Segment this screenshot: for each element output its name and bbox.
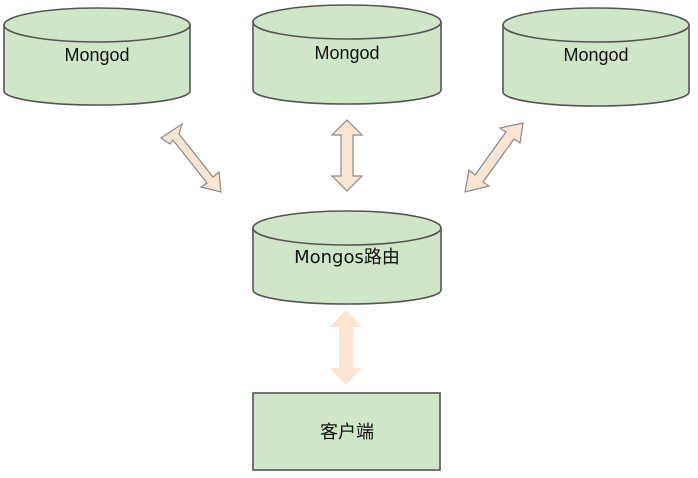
mongos-router: Mongos路由 — [252, 210, 442, 305]
shard-left-label: Mongod — [64, 45, 129, 65]
double-arrow-center — [330, 119, 364, 192]
shard-left-top — [3, 7, 191, 43]
shard-center-label: Mongod — [314, 43, 379, 63]
shard-right-top — [502, 7, 690, 43]
mongod-shard-right: Mongod — [502, 7, 690, 107]
client-box: 客户端 — [252, 392, 441, 471]
shard-right-body — [502, 24, 690, 107]
client-rect — [252, 392, 441, 471]
double-arrow-left — [159, 122, 222, 193]
router-top — [252, 210, 442, 246]
router-body — [252, 227, 442, 305]
double-arrow-right — [464, 122, 524, 193]
shard-left-body — [3, 24, 191, 106]
shard-center-body — [252, 21, 442, 105]
double-arrow-client — [330, 310, 362, 385]
client-label: 客户端 — [320, 422, 374, 443]
router-label: Mongos路由 — [294, 247, 400, 268]
shard-right-label: Mongod — [563, 45, 628, 65]
shard-center-top — [252, 4, 442, 40]
mongod-shard-left: Mongod — [3, 7, 191, 106]
mongod-shard-center: Mongod — [252, 4, 442, 105]
